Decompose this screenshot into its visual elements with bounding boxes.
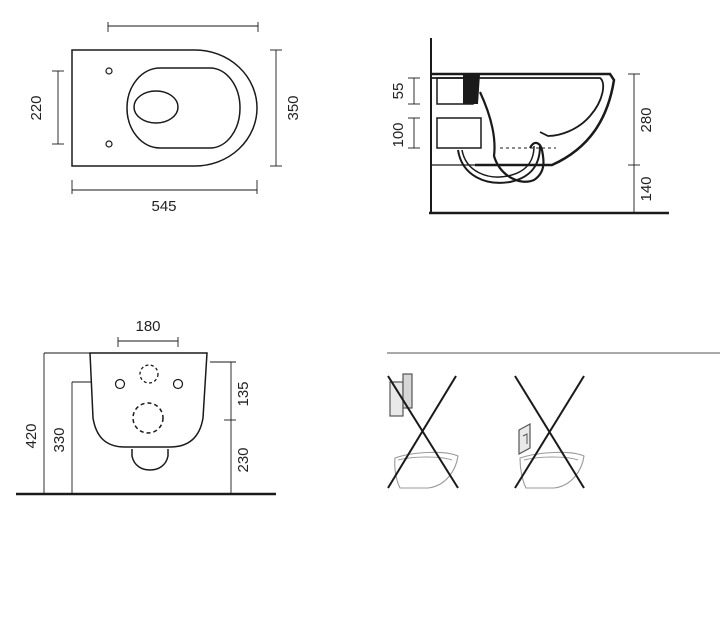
dimension-420 (43, 352, 90, 494)
label-350: 350 (285, 95, 302, 120)
front-outlet-hole (132, 402, 164, 434)
warning-2-cross-b (514, 375, 585, 489)
front-view (16, 337, 276, 496)
label-420: 420 (23, 423, 40, 448)
warning-1-plate-icon (389, 381, 404, 417)
label-220: 220 (28, 95, 45, 120)
flush-inlet-fill (463, 74, 480, 104)
warning-1-toilet-sketch (394, 451, 459, 489)
warning-flush-plate-angled (514, 375, 585, 489)
front-view-pan (131, 449, 169, 471)
dimension-230 (224, 419, 236, 494)
front-view-outline (89, 352, 208, 448)
dimension-180 (117, 337, 179, 347)
label-180: 180 (135, 318, 160, 335)
fixing-hole-upper (105, 67, 113, 75)
front-inlet-hole (139, 364, 159, 384)
warning-2-plate-icon (518, 422, 531, 456)
label-140: 140 (638, 176, 655, 201)
warning-1-cross-b (387, 375, 457, 489)
side-view-body-outline (431, 72, 616, 167)
dimension-220 (52, 70, 64, 145)
dimension-330 (71, 381, 92, 494)
dimension-top-reference (107, 22, 259, 32)
dimension-350 (270, 49, 282, 167)
dimension-135 (210, 361, 236, 420)
label-100: 100 (390, 122, 407, 147)
front-fixing-hole-left (114, 378, 126, 390)
side-view (408, 38, 669, 215)
side-view-trap-inner (457, 145, 541, 184)
front-fixing-hole-right (172, 378, 184, 390)
label-55: 55 (390, 83, 407, 100)
label-330: 330 (51, 427, 68, 452)
side-view-bowl (479, 91, 545, 183)
label-280: 280 (638, 107, 655, 132)
side-view-trap-outer (461, 145, 535, 178)
label-230: 230 (235, 447, 252, 472)
warning-flush-plate-flat (387, 373, 459, 489)
dimension-100 (408, 117, 420, 149)
top-view-bowl-opening (133, 90, 179, 124)
top-view-rim (126, 67, 241, 149)
outlet-pipe (436, 117, 482, 149)
warning-2-plate-button (522, 433, 528, 444)
side-view-rim (431, 77, 605, 137)
top-view (52, 22, 282, 194)
label-135: 135 (235, 381, 252, 406)
top-view-outline (71, 49, 258, 167)
fixing-hole-lower (105, 140, 113, 148)
warning-2-toilet-sketch (519, 451, 585, 489)
label-545: 545 (151, 198, 176, 215)
dimension-545 (71, 180, 258, 194)
dimension-55 (408, 77, 420, 105)
